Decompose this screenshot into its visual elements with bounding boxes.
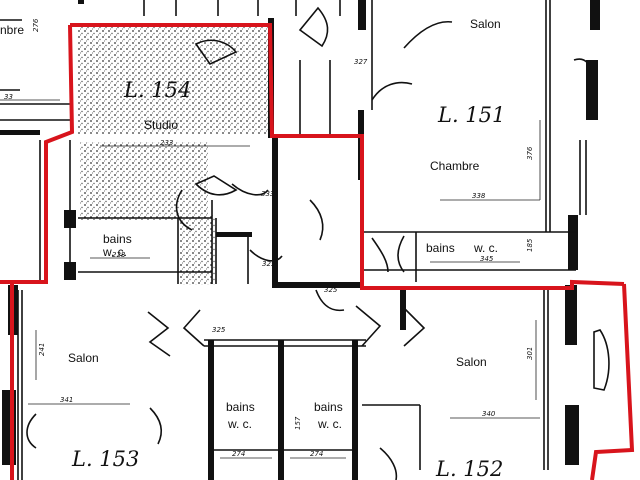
dim-341: 341	[60, 396, 73, 404]
room-studio: Studio	[144, 118, 178, 132]
dim-274b: 274	[310, 450, 323, 458]
dim-345: 345	[480, 255, 494, 263]
studio-hall-hatch	[80, 142, 208, 220]
outline-l154-left	[0, 24, 75, 284]
outline-l152-right	[590, 283, 635, 480]
studio-floor-hatch	[78, 26, 268, 134]
partition-lines	[0, 0, 587, 480]
dim-325b: 325	[324, 286, 338, 294]
dim-276: 276	[32, 18, 40, 32]
dim-33: 33	[4, 93, 13, 101]
dim-333: 333	[261, 190, 274, 198]
bath-l154-bains: bains	[103, 232, 132, 246]
bath-l152-bains: bains	[314, 400, 343, 414]
outline-l154	[70, 23, 625, 290]
dim-340: 340	[482, 410, 496, 418]
door-swings	[26, 6, 610, 480]
dim-274a: 274	[232, 450, 245, 458]
bath-l154-wc: w. c.	[102, 245, 127, 259]
room-salon-l151: Salon	[470, 17, 501, 31]
dim-157: 157	[294, 416, 302, 430]
unit-label-l153: L. 153	[71, 447, 139, 471]
bath-l152-wc: w. c.	[317, 417, 342, 431]
dim-233: 233	[160, 139, 173, 147]
bath-l153-wc: w. c.	[227, 417, 252, 431]
dim-376: 376	[526, 146, 534, 160]
room-chambre: Chambre	[430, 159, 480, 173]
dim-325c: 325	[212, 326, 226, 334]
bath-l151-wc: w. c.	[473, 241, 498, 255]
dim-241: 241	[38, 343, 46, 356]
dim-325a: 325	[262, 260, 276, 268]
unit-label-l154: L. 154	[123, 78, 191, 102]
dim-185: 185	[526, 238, 534, 252]
room-salon-l153: Salon	[68, 351, 99, 365]
unit-outlines	[0, 23, 635, 480]
room-salon-l152: Salon	[456, 355, 487, 369]
dim-301: 301	[526, 347, 534, 360]
dimension-lines	[0, 99, 541, 459]
room-left-edge: nbre	[0, 23, 24, 37]
bath-l153-bains: bains	[226, 400, 255, 414]
unit-label-l151: L. 151	[437, 103, 505, 127]
bath-l151-bains: bains	[426, 241, 455, 255]
dim-338: 338	[472, 192, 486, 200]
unit-label-l152: L. 152	[435, 457, 503, 480]
dim-228: 228	[112, 251, 126, 259]
dim-327: 327	[354, 58, 368, 66]
